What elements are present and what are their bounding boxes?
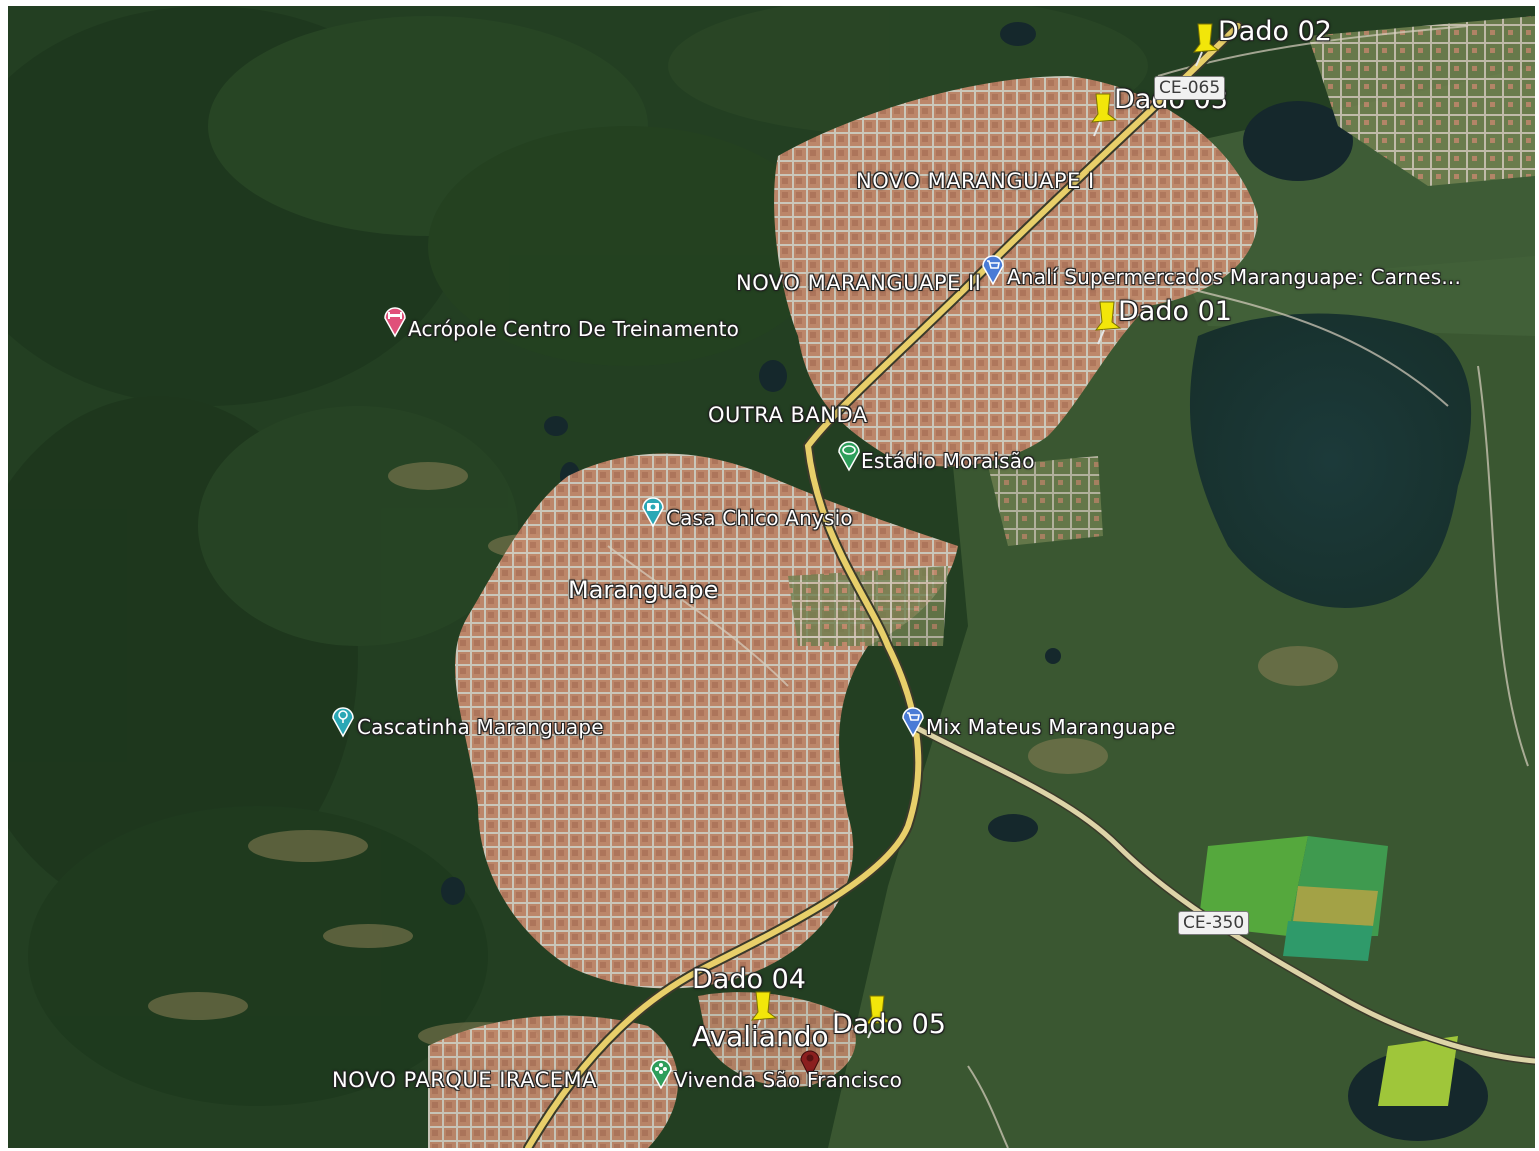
pin-label-dado-01[interactable]: Dado 01 [1118,296,1232,327]
road-shield-ce-065: CE-065 [1154,76,1226,100]
pushpin-icon[interactable] [1188,20,1228,70]
location-marker-icon[interactable] [798,1048,822,1080]
place-label-anali[interactable]: Analí Supermercados Maranguape: Carnes..… [1007,265,1462,289]
camera-pin-icon[interactable] [640,494,666,528]
area-label-novo-maranguape-ii: NOVO MARANGUAPE II [736,271,982,295]
pushpin-icon[interactable] [860,992,900,1042]
place-label-casa-chico-anysio[interactable]: Casa Chico Anysio [666,506,853,530]
pin-label-dado-04[interactable]: Dado 04 [692,964,806,995]
shopping-cart-pin-icon[interactable] [980,252,1006,286]
place-label-estadio[interactable]: Estádio Moraisão [861,449,1035,473]
flower-pin-icon[interactable] [648,1056,674,1090]
area-label-novo-parque-iracema: NOVO PARQUE IRACEMA [332,1068,598,1092]
pushpin-icon[interactable] [1090,298,1130,348]
pin-label-dado-05[interactable]: Dado 05 [832,1009,946,1040]
area-label-novo-maranguape-i: NOVO MARANGUAPE I [856,169,1095,193]
place-label-cascatinha[interactable]: Cascatinha Maranguape [357,715,604,739]
place-label-acropole[interactable]: Acrópole Centro De Treinamento [408,317,740,341]
pin-label-avaliando[interactable]: Avaliando [692,1020,829,1053]
pin-label-dado-02[interactable]: Dado 02 [1218,16,1332,47]
pushpin-icon[interactable] [1086,90,1126,140]
satellite-map[interactable]: Dado 02 Dado 03 Dado 01 Dado 04 Dado 05 … [8,6,1535,1148]
landmark-pin-icon[interactable] [330,704,356,738]
satellite-terrain [8,6,1535,1148]
stadium-pin-icon[interactable] [836,438,862,472]
road-shield-ce-350: CE-350 [1178,911,1250,935]
area-label-outra-banda: OUTRA BANDA [708,403,868,427]
city-label-maranguape: Maranguape [568,576,719,604]
shopping-cart-pin-icon[interactable] [900,704,926,738]
crop-fields [1198,836,1458,1106]
place-label-vivenda[interactable]: Vivenda São Francisco [674,1068,903,1092]
place-label-mix-mateus[interactable]: Mix Mateus Maranguape [926,715,1176,739]
pushpin-icon[interactable] [746,988,786,1038]
gym-pin-icon[interactable] [382,304,408,338]
